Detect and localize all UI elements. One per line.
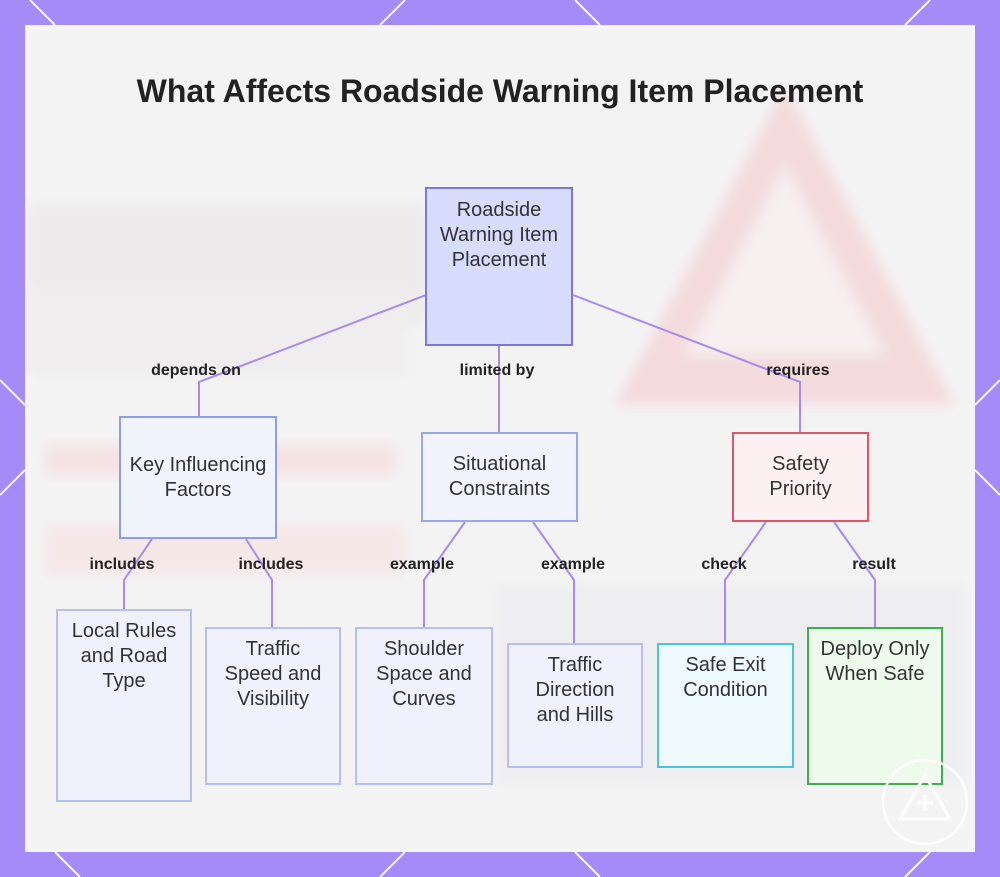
edge-label-requires: requires bbox=[766, 362, 830, 379]
warning-triangle-first-aid-icon bbox=[881, 758, 969, 846]
edge-label-example-1: example bbox=[389, 556, 455, 573]
edge-label-includes-1: includes bbox=[89, 556, 155, 573]
node-situational-constraints: Situational Constraints bbox=[421, 432, 578, 522]
edge-requires bbox=[572, 294, 801, 432]
edge-label-depends-on: depends on bbox=[151, 362, 241, 379]
page-title: What Affects Roadside Warning Item Place… bbox=[136, 73, 864, 109]
node-safety-priority: Safety Priority bbox=[732, 432, 869, 522]
node-traffic-speed: Traffic Speed and Visibility bbox=[205, 627, 341, 785]
edge-label-limited-by: limited by bbox=[459, 362, 535, 379]
node-key-influencing-factors: Key Influencing Factors bbox=[119, 416, 277, 539]
node-shoulder-space: Shoulder Space and Curves bbox=[355, 627, 493, 785]
node-root: Roadside Warning Item Placement bbox=[425, 187, 573, 346]
node-local-rules: Local Rules and Road Type bbox=[56, 609, 192, 802]
edge-example-2 bbox=[532, 521, 575, 643]
edge-result bbox=[833, 521, 876, 627]
edge-label-result: result bbox=[852, 556, 896, 573]
node-safe-exit: Safe Exit Condition bbox=[657, 643, 794, 768]
edge-check bbox=[724, 521, 767, 643]
edge-example-1 bbox=[423, 521, 466, 627]
edge-label-check: check bbox=[701, 556, 747, 573]
edge-includes-1 bbox=[123, 538, 153, 609]
edge-label-includes-2: includes bbox=[238, 556, 304, 573]
edge-depends-on bbox=[198, 294, 427, 416]
node-traffic-direction: Traffic Direction and Hills bbox=[507, 643, 643, 768]
edge-label-example-2: example bbox=[540, 556, 606, 573]
node-deploy-when-safe: Deploy Only When Safe bbox=[807, 627, 943, 785]
edge-includes-2 bbox=[245, 538, 273, 627]
